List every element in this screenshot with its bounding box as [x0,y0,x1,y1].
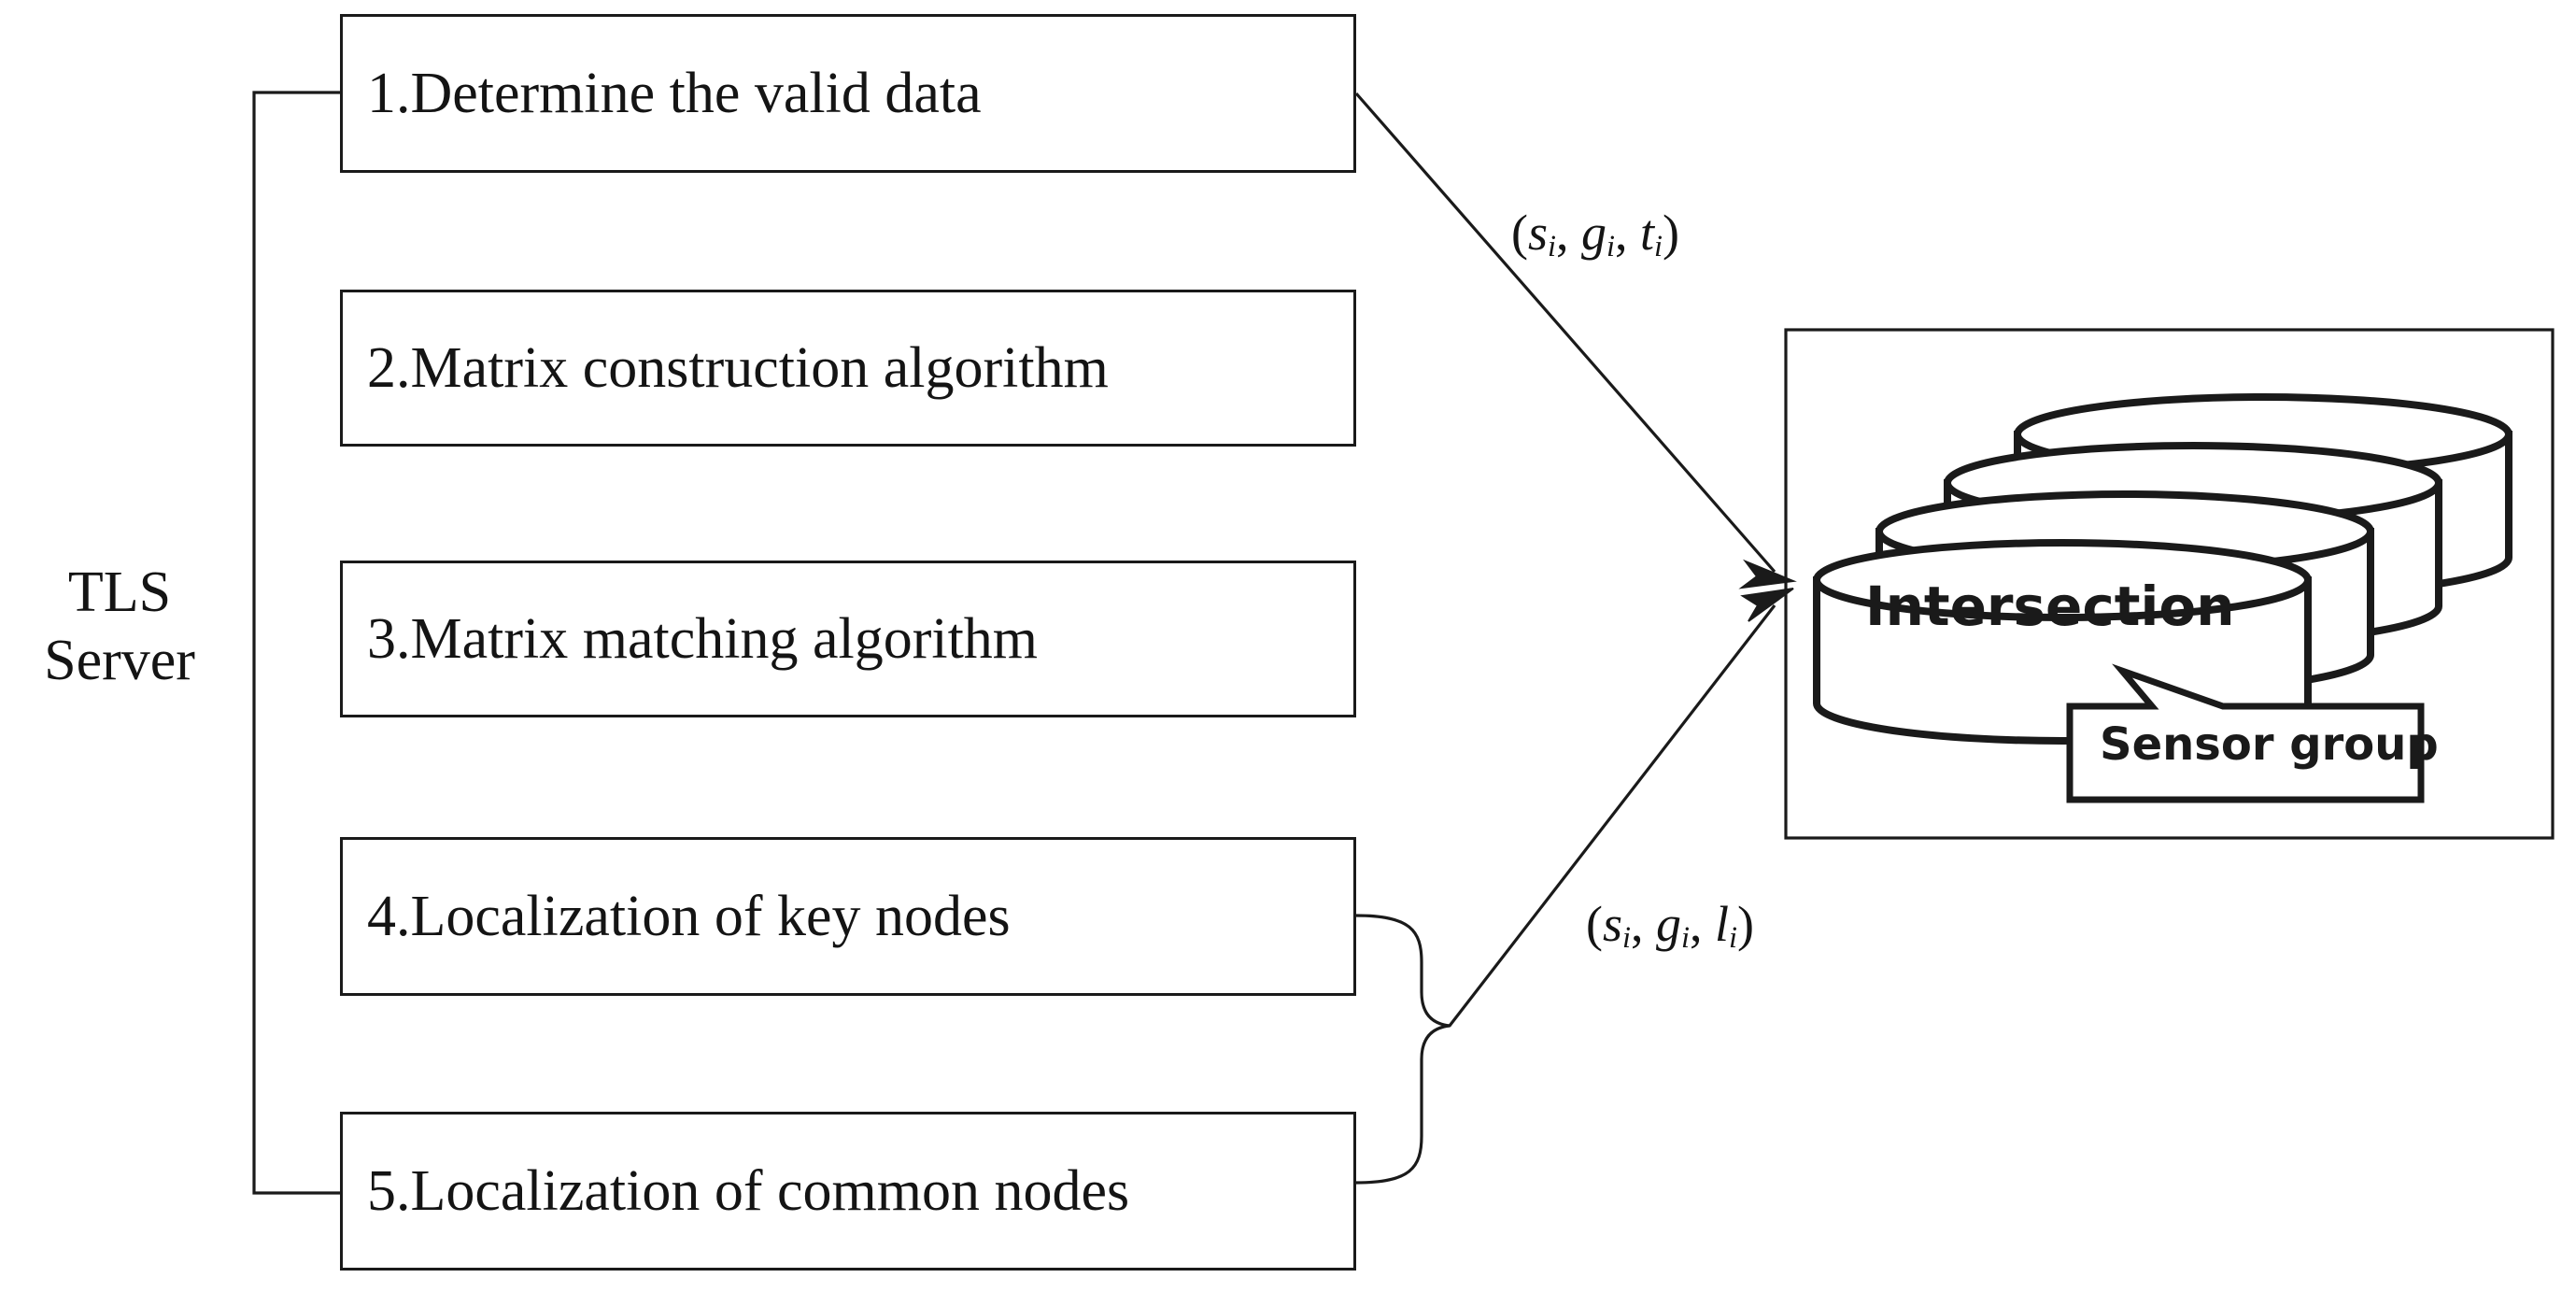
edge-label-bottom-sep2: , [1690,896,1715,952]
step-box-4[interactable]: 4.Localization of key nodes [340,837,1356,996]
database-container-rect [1784,328,2555,840]
edge-label-top-sep2: , [1615,205,1640,261]
step-box-5[interactable]: 5.Localization of common nodes [340,1112,1356,1271]
edge-label-bottom-third-sub: i [1729,921,1738,956]
intersection-label: Intersection [1865,575,2235,638]
step-box-2[interactable]: 2.Matrix construction algorithm [340,290,1356,447]
edge-label-top-g: g [1581,205,1606,261]
arrow-steps45-to-database [1448,588,1794,1027]
edge-label-bottom-g-sub: i [1681,921,1690,956]
edge-label-top-third: t [1640,205,1655,261]
edge-label-bottom-close: ) [1737,896,1754,952]
steps-4-5-brace [1355,914,1451,1185]
edge-label-top-s-sub: i [1548,230,1556,264]
edge-label-bottom-sep1: , [1631,896,1656,952]
edge-label-bottom: (si, gi, li) [1586,899,1754,954]
edge-label-top-g-sub: i [1606,230,1615,264]
sensor-group-label: Sensor group [2100,718,2439,771]
step-box-1[interactable]: 1.Determine the valid data [340,14,1356,173]
edge-label-top: (si, gi, ti) [1511,207,1679,263]
arrow-step1-to-database [1354,92,1797,589]
tls-server-label: TLS Server [7,559,232,695]
edge-label-bottom-s: s [1602,896,1622,952]
step-box-1-label: 1.Determine the valid data [367,62,982,125]
edge-label-top-s: s [1527,205,1548,261]
step-box-2-label: 2.Matrix construction algorithm [367,336,1109,400]
edge-label-bottom-open: ( [1586,896,1603,952]
edge-label-bottom-g: g [1656,896,1681,952]
edge-label-bottom-s-sub: i [1622,921,1631,956]
step-box-3[interactable]: 3.Matrix matching algorithm [340,561,1356,717]
step-box-5-label: 5.Localization of common nodes [367,1159,1130,1223]
edge-label-top-close: ) [1663,205,1679,261]
tls-server-line2: Server [44,629,195,693]
tls-server-line1: TLS [67,561,172,624]
edge-label-top-third-sub: i [1654,230,1663,264]
step-box-4-label: 4.Localization of key nodes [367,885,1011,948]
step-box-3-label: 3.Matrix matching algorithm [367,607,1039,671]
edge-label-bottom-third: l [1715,896,1730,952]
edge-label-top-open: ( [1511,205,1528,261]
edge-label-top-sep1: , [1556,205,1581,261]
database-cylinder-stack [1813,393,2512,745]
server-bracket [252,91,340,1195]
sensor-group-callout [2066,663,2425,803]
